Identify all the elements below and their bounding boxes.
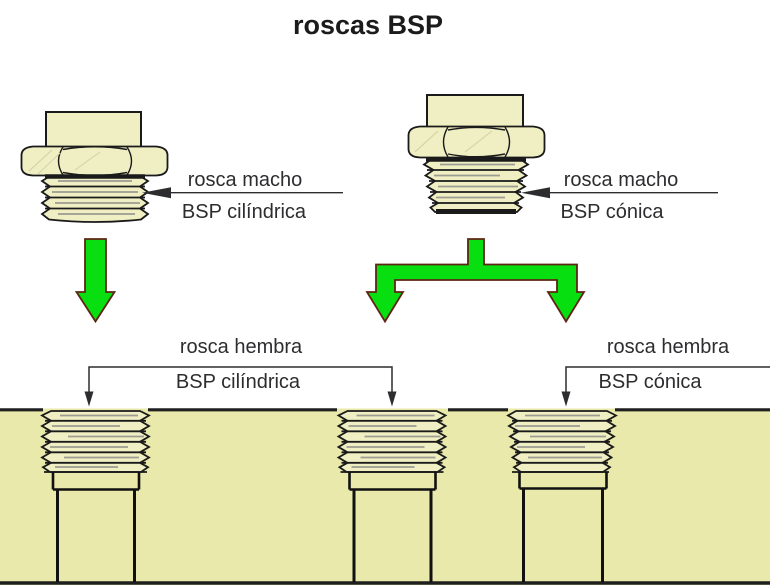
label-line1: rosca macho <box>564 169 679 191</box>
female-thread-conical <box>506 410 618 582</box>
diagram-title: roscas BSP <box>293 10 443 40</box>
pointer-arrow-icon <box>84 391 94 407</box>
down-arrow-icon <box>74 238 117 324</box>
label-female-cylindrical: rosca hembra BSP cilíndrica <box>84 336 397 407</box>
label-line2: BSP cilíndrica <box>182 201 307 223</box>
male-cylindrical-fitting <box>20 111 169 223</box>
label-line2: BSP cilíndrica <box>176 371 301 393</box>
leader-arrow-icon <box>142 187 171 199</box>
label-male-conical: rosca macho BSP cónica <box>521 169 718 223</box>
bracket-line <box>565 366 770 392</box>
fitting-body <box>45 111 142 149</box>
bracket-line <box>88 366 393 392</box>
label-line1: rosca macho <box>188 169 303 191</box>
male-thread-cylindrical <box>40 175 150 223</box>
leader-arrow-icon <box>521 187 550 199</box>
label-male-cylindrical: rosca macho BSP cilíndrica <box>142 169 343 223</box>
male-thread-conical <box>422 158 530 213</box>
hex-nut <box>407 125 546 159</box>
label-line1: rosca hembra <box>607 336 730 358</box>
label-line1: rosca hembra <box>180 336 303 358</box>
pointer-arrow-icon <box>561 391 571 407</box>
male-conical-fitting <box>407 94 546 214</box>
label-line2: BSP cónica <box>560 201 664 223</box>
label-female-conical: rosca hembra BSP cónica <box>561 336 770 407</box>
pointer-arrow-icon <box>387 391 397 407</box>
branch-arrow-icon <box>365 238 586 324</box>
fitting-body <box>426 94 524 129</box>
hex-nut <box>20 145 169 177</box>
material-block <box>0 408 770 585</box>
label-line2: BSP cónica <box>598 371 702 393</box>
